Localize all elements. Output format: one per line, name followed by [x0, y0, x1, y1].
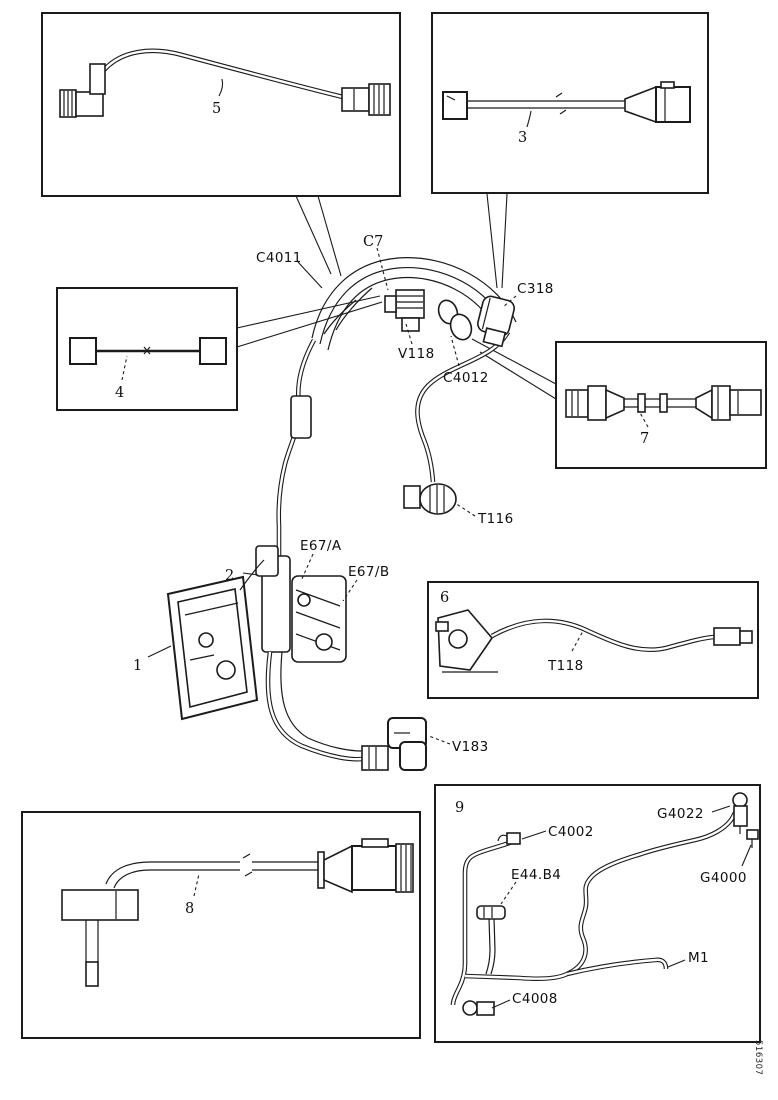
callout-c4002: C4002 — [548, 824, 594, 840]
callout-c4008: C4008 — [512, 991, 558, 1007]
control-module-art — [166, 575, 259, 721]
connector-v118-art — [384, 289, 425, 332]
callout-e67a: E67/A — [300, 538, 342, 554]
callout-c4011: C4011 — [256, 250, 302, 266]
item-number-6: 6 — [440, 590, 449, 606]
inset-box-9: 9 — [434, 784, 761, 1043]
callout-t118: T118 — [547, 658, 584, 674]
callout-v118: V118 — [398, 346, 435, 362]
connector-v183-art — [361, 717, 427, 771]
inset-box-5: 5 — [41, 12, 401, 277]
callout-t116: T116 — [477, 511, 514, 527]
callout-c7: C7 — [363, 234, 383, 250]
callout-item2: 2 — [225, 568, 234, 584]
inset-box-7: 7 — [555, 341, 767, 469]
callout-m1: M1 — [688, 950, 709, 966]
ground-g4000-art — [746, 829, 759, 848]
drawing-id: 516307 — [753, 1040, 763, 1075]
harness-9-wires — [450, 802, 742, 1006]
callout-e44b4: E44.B4 — [511, 867, 561, 883]
ground-g4022-art — [732, 792, 748, 834]
connector-t116-art — [403, 483, 457, 515]
cable-7-art — [565, 385, 762, 421]
callout-g4022: G4022 — [657, 806, 704, 822]
item-number-3: 3 — [518, 130, 527, 146]
callout-g4000: G4000 — [700, 870, 747, 886]
sensor-cable-8-art — [61, 838, 414, 987]
item-number-7: 7 — [640, 431, 649, 447]
e67-bracket-art — [255, 545, 347, 663]
inset-box-6: 6 T118 — [427, 581, 759, 699]
connector-right-funnel — [624, 81, 691, 124]
callout-item1: 1 — [133, 658, 142, 674]
callout-c4012: C4012 — [443, 370, 489, 386]
callout-e67b: E67/B — [348, 564, 390, 580]
connector-c4012-art — [437, 299, 473, 341]
item-number-9: 9 — [455, 800, 464, 816]
item-number-8: 8 — [185, 901, 194, 917]
callout-c318: C318 — [517, 281, 554, 297]
inset-box-4: 4 — [56, 287, 383, 411]
connector-left-square — [442, 91, 468, 120]
inset-box-8: 8 — [21, 811, 421, 1039]
sensor-assembly-art — [435, 609, 498, 673]
clip-e44b4-art — [476, 905, 506, 920]
item-number-5: 5 — [212, 101, 221, 117]
inset-box-3: 3 — [431, 12, 709, 289]
connector-c4002-art — [497, 832, 521, 845]
connector-c4008-art — [462, 1000, 495, 1016]
connector-t118-end — [713, 627, 753, 646]
connector-c318-art — [477, 295, 515, 348]
main-harness-assembly: C4011 C7 C318 V118 C4012 T116 2 E67/A E6… — [133, 234, 554, 771]
item-number-4: 4 — [115, 385, 124, 401]
connector-left-elbow — [59, 63, 106, 118]
connector-right-plug — [341, 83, 391, 116]
callout-v183: V183 — [452, 739, 489, 755]
